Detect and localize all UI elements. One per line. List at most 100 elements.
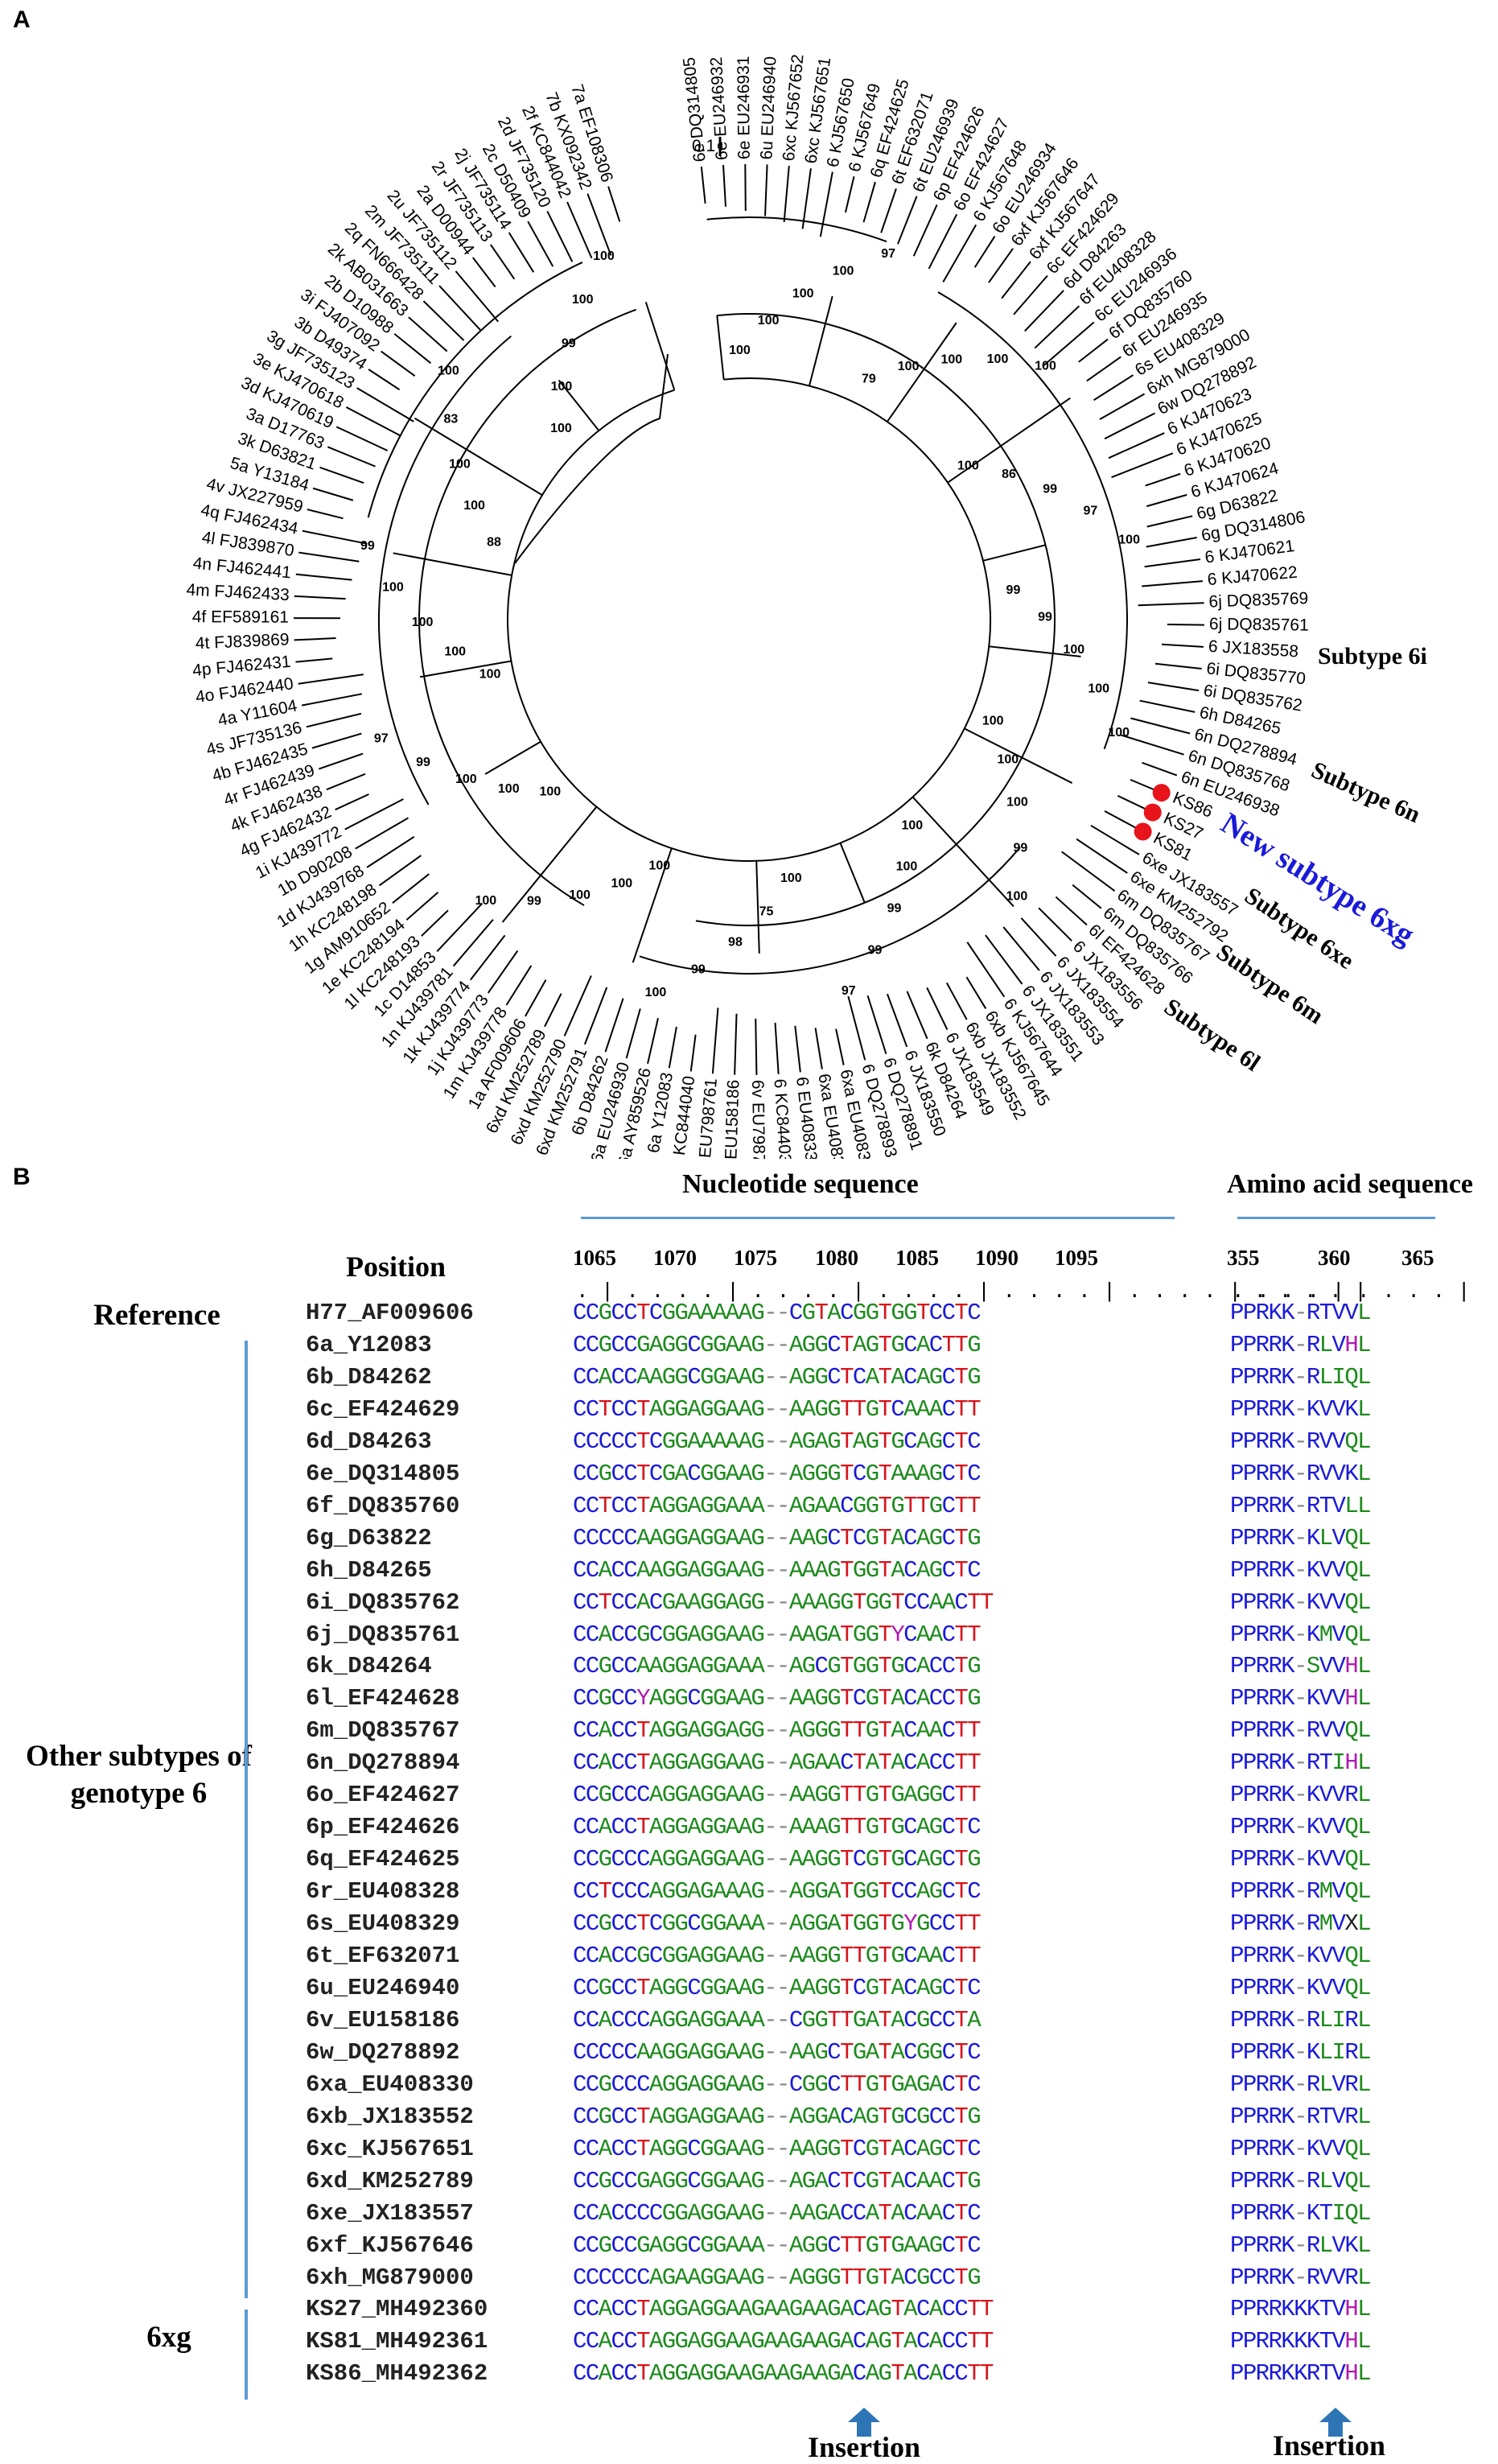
nucleotide-sequence: CCACCAAGGCGGAAG--AGGCTCATACAGCTG [573,1364,980,1391]
tree-branch-leaf [648,1018,658,1064]
tree-branch-leaf [765,164,768,216]
nucleotide-sequence: CCACCAAGGAGGAAG--AAAGTGGTACAGCTC [573,1557,980,1584]
tree-branch-arc [696,314,1055,925]
sequence-name: 6k_D84264 [306,1653,432,1679]
amino-acid-sequence: PPRRK-RVVQL [1230,1717,1370,1744]
nucleotide-sequence: CCTCCACGAAGGAGG--AAAGGTGGTCCAACTT [573,1589,993,1616]
position-header: Position [346,1250,446,1284]
tree-branch-leaf [296,575,352,580]
tree-branch-leaf [471,935,505,979]
amino-acid-sequence: PPRRK-KVVQL [1230,1846,1370,1873]
nucleotide-sequence: CCGCCYAGGCGGAAG--AAGGTCGTACACCTG [573,1685,980,1712]
tree-branch-leaf [887,994,907,1047]
amino-acid-sequence: PPRRKKRTVHL [1230,2360,1370,2387]
bootstrap-value: 100 [1006,889,1028,903]
tree-branch-leaf [1079,340,1108,362]
tree-branch-internal [912,797,1013,906]
tree-branch-leaf [327,447,375,466]
nucleotide-sequence: CCACCTAGGAGGAAGAAGAAGACAGTACACCTT [573,2328,993,2355]
tree-branch-leaf [1162,645,1204,647]
bootstrap-value: 99 [868,943,883,957]
tree-branch-leaf [319,754,363,769]
tree-branch-leaf [1146,495,1187,506]
amino-acid-sequence: PPRRKKKTVHL [1230,2296,1370,2322]
tree-branch-leaf [473,258,496,287]
tree-branch-leaf [914,204,937,256]
amino-acid-sequence-header: Amino acid sequence [1227,1169,1473,1200]
tree-branch-leaf [1148,682,1199,690]
bootstrap-value: 100 [551,380,573,393]
bootstrap-value: 100 [449,458,471,472]
tree-branch-leaf [367,837,414,867]
new-sequence-marker [1153,784,1171,801]
tree-branch-leaf [929,214,957,269]
tree-branch-leaf [1002,262,1031,299]
tree-branch-leaf [1021,918,1056,956]
bootstrap-value: 99 [691,962,706,976]
amino-acid-sequence: PPRRKKKTVHL [1230,2328,1370,2355]
tree-branch-leaf [294,638,336,640]
tree-branch-leaf [606,999,623,1052]
tree-branch-arc [508,378,990,861]
bootstrap-value: 100 [898,360,920,373]
tree-leaf-label: 4t FJ839869 [195,630,290,653]
nucleotide-sequence: CCACCTAGGCGGAAG--AAGGTCGTACAGCTC [573,2136,980,2162]
tree-leaf-label: 6j DQ835761 [1209,615,1309,634]
amino-acid-sequence: PPRRK-KVVQL [1230,1943,1370,1969]
tree-branch-leaf [1087,356,1121,381]
bootstrap-value: 100 [648,859,670,873]
nucleotide-sequence: CCACCTAGGAGGAAG--AGAACTATACACCTT [573,1749,980,1776]
nucleotide-sequence: CCCCCAAGGAGGAAG--AAGCTGATACGGCTC [573,2039,980,2066]
tree-branch-internal [717,315,723,380]
bootstrap-value: 100 [1063,643,1084,657]
nucleotide-sequence: CCTCCTAGGAGGAAA--AGAACGGTGTTGCTT [573,1493,980,1519]
bootstrap-value: 100 [455,773,477,786]
sequence-name: KS27_MH492360 [306,2296,488,2322]
amino-acid-sequence: PPRRK-KVVHL [1230,1685,1370,1712]
nucleotide-sequence: CCGCCAAGGAGGAAA--AGCGTGGTGCACCTG [573,1653,980,1679]
nucleotide-sequence: CCGCCTCGGCGGAAA--AGGATGGTGYGCCTT [573,1910,980,1937]
bootstrap-value: 97 [1084,505,1098,518]
subtype-6m-label: Subtype 6m [1212,938,1328,1029]
bootstrap-value: 97 [374,731,389,745]
tree-branch-leaf [868,995,887,1053]
bootstrap-value: 99 [1014,842,1028,855]
tree-branch-leaf [298,553,359,562]
tree-branch-internal [841,843,865,903]
tree-branch-leaf [356,818,409,848]
bootstrap-value: 97 [842,984,856,998]
amino-acid-sequence: PPRRK-KVVQL [1230,1557,1370,1584]
sequence-name: KS86_MH492362 [306,2360,488,2387]
bootstrap-value: 99 [562,337,576,351]
nucleotide-ruler-label: 1065 [573,1246,616,1271]
bootstrap-value: 100 [382,580,404,594]
tree-branch-leaf [295,658,332,661]
sequence-name: 6xf_KJ567646 [306,2232,474,2259]
tree-branch-internal [393,553,512,575]
bootstrap-value: 100 [1118,533,1140,546]
amino-acid-sequence: PPRRK-RLIRL [1230,2007,1370,2033]
sequence-name: 6xb_JX183552 [306,2103,474,2130]
sequence-name: 6m_DQ835767 [306,1717,459,1744]
bootstrap-value: 100 [997,753,1019,767]
bootstrap-value: 99 [1043,482,1057,496]
nucleotide-header-line [581,1217,1175,1219]
tree-branch-leaf [1091,826,1139,855]
bootstrap-value: 98 [728,936,743,950]
nucleotide-sequence: CCCCCCAGAAGGAAG--AGGGTTGTACGCCTG [573,2264,980,2291]
tree-branch-leaf [491,245,515,279]
bootstrap-value: 100 [444,645,466,658]
amino-acid-sequence: PPRRK-KVVQL [1230,2136,1370,2162]
sequence-name: 6s_EU408329 [306,1910,459,1937]
amino-acid-sequence: PPRRK-KVVQL [1230,1814,1370,1840]
bootstrap-value: 99 [416,756,430,769]
sequence-name: 6h_D84265 [306,1557,432,1584]
amino-header-line [1237,1217,1435,1219]
tree-branch-leaf [1112,453,1173,477]
amino-acid-sequence: PPRRK-KMVQL [1230,1621,1370,1648]
amino-acid-sequence: PPRRK-RTVLL [1230,1493,1370,1519]
bootstrap-value: 100 [729,344,751,357]
other-subtypes-bracket-line [245,1341,248,2298]
